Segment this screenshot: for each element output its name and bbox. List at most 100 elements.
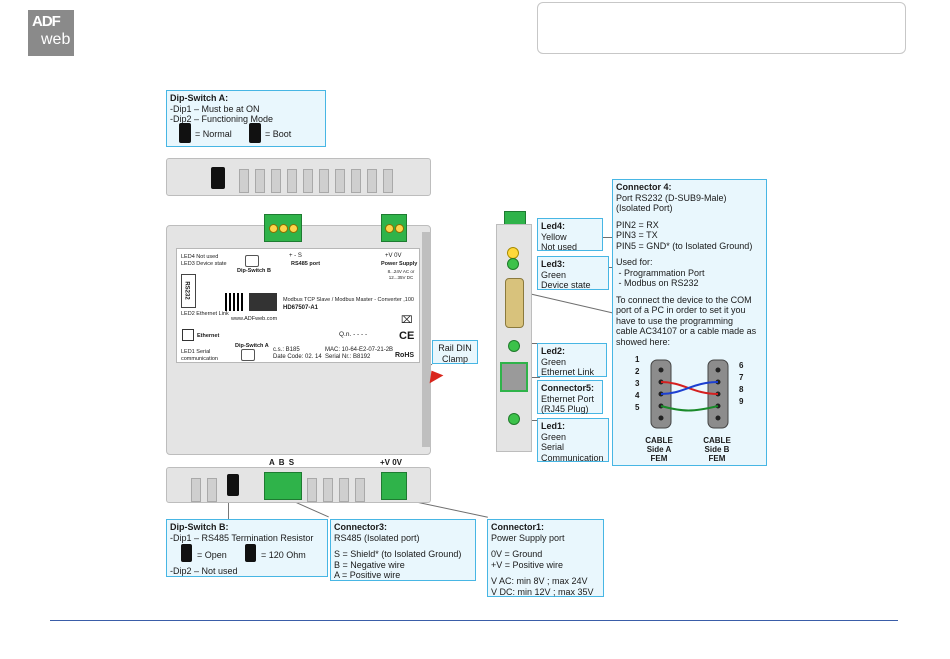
label-power-head: +V 0V	[385, 253, 402, 259]
wire-green	[660, 405, 719, 412]
led1-line: Green	[541, 431, 567, 442]
device-top-view	[166, 158, 431, 196]
label-led2: LED2 Ethernet Link	[181, 311, 229, 317]
dip-switch-a-callout: Dip-Switch A: -Dip1 – Must be at ON -Dip…	[166, 90, 326, 147]
dip-b-line: -Dip1 – RS485 Termination Resistor	[170, 532, 314, 543]
label-serial: Serial Nr.: B8192	[325, 354, 371, 360]
adfweb-logo-small	[249, 293, 277, 311]
rail-line: Rail DIN	[438, 343, 472, 353]
label-dip-a: Dip-Switch A	[235, 343, 269, 349]
connector3-line: S = Shield* (to Isolated Ground)	[334, 549, 462, 559]
label-cs: c.s.: B185	[273, 347, 300, 353]
connector5-title: Connector5:	[541, 383, 595, 393]
led4-callout: Led4: Yellow Not used	[537, 218, 603, 252]
din-side	[422, 232, 431, 447]
connector4-callout: Connector 4: Port RS232 (D-SUB9-Male) (I…	[612, 179, 767, 466]
led1-line: Serial	[541, 442, 565, 452]
connector5-line: Ethernet Port	[541, 393, 595, 404]
side-terminal	[504, 211, 526, 225]
dip-b-open: = Open	[197, 550, 227, 560]
power-terminal-block	[381, 214, 407, 242]
connector1-line: Power Supply port	[491, 532, 565, 543]
weee-icon: ⌧	[401, 315, 413, 326]
rs232-port-symbol	[181, 274, 196, 308]
connector4-line: Port RS232 (D-SUB9-Male)	[616, 192, 727, 203]
connector4-line: PIN2 = RX	[616, 219, 659, 230]
led3-title: Led3:	[541, 259, 566, 269]
leader-line	[600, 237, 612, 238]
cable-diagram	[650, 359, 729, 429]
dip-switch-b-icon	[227, 474, 239, 496]
label-code: HD67507-A1	[283, 305, 319, 311]
connector3-title: Connector3:	[334, 522, 388, 532]
led4-line: Yellow	[541, 231, 567, 242]
connector4-line: To connect the device to the COM	[616, 294, 752, 305]
led1-callout: Led1: Green Serial Communication	[537, 418, 609, 463]
label-mac: MAC: 10-64-E2-07-21-2B	[325, 347, 394, 353]
dip-switch-icon	[245, 544, 256, 562]
footer-divider	[50, 620, 898, 621]
led1-line: Communication	[541, 452, 604, 463]
header-box	[537, 2, 906, 54]
label-led4: LED4 Not used	[181, 254, 219, 260]
connector5-callout: Connector5: Ethernet Port (RJ45 Plug)	[537, 380, 603, 414]
led3-green	[507, 258, 519, 270]
connector4-title: Connector 4:	[616, 182, 672, 192]
dip-a-normal: = Normal	[195, 129, 232, 139]
dip-switch-b-callout: Dip-Switch B: -Dip1 – RS485 Termination …	[166, 519, 328, 577]
label-power-range: 8...24V AC or 12...35V DC	[387, 269, 415, 280]
connector3-line: RS485 (Isolated port)	[334, 532, 420, 543]
rs485-terminal-block	[264, 214, 302, 242]
led2-green	[508, 340, 520, 352]
label-rs485-port: RS485 port	[291, 261, 321, 267]
dip-a-title: Dip-Switch A:	[170, 93, 229, 103]
led2-line: Ethernet Link	[541, 367, 595, 377]
connector1-callout: Connector1: Power Supply port 0V = Groun…	[487, 519, 604, 597]
rs485-terminal-bottom	[264, 472, 302, 500]
label-product: Modbus TCP Slave / Modbus Master - Conve…	[283, 297, 414, 303]
led1-title: Led1:	[541, 421, 566, 431]
connector1-line: +V = Positive wire	[491, 559, 564, 570]
connector4-line: (Isolated Port)	[616, 203, 673, 213]
dsub9-connector	[505, 278, 524, 328]
rs485-terminal-letters: A B S	[269, 458, 296, 467]
power-terminal-bottom	[381, 472, 407, 500]
connector4-line: PIN5 = GND* (to Isolated Ground)	[616, 240, 753, 251]
connector1-line: V DC: min 12V ; max 35V	[491, 586, 594, 597]
label-rohs: RoHS	[395, 352, 415, 359]
leader-line	[519, 291, 613, 314]
led3-line: Device state	[541, 280, 591, 290]
connector4-line: cable AC34107 or a cable made as	[616, 326, 757, 336]
connector3-callout: Connector3: RS485 (Isolated port) S = Sh…	[330, 519, 476, 581]
led4-line: Not used	[541, 242, 578, 252]
logo-text-adf: ADF	[32, 13, 61, 30]
led4-title: Led4:	[541, 221, 566, 231]
connector4-line: PIN3 = TX	[616, 230, 658, 240]
label-qn: Q.n. - - - -	[339, 331, 368, 338]
qr-code-icon	[225, 293, 243, 311]
dip-b-symbol	[245, 255, 259, 267]
dip-a-symbol	[241, 349, 255, 361]
rail-din-callout: Rail DIN Clamp	[432, 340, 478, 364]
label-dip-b: Dip-Switch B	[237, 268, 271, 274]
connector4-line: showed here:	[616, 336, 671, 347]
dip-b-ohm: = 120 Ohm	[261, 550, 306, 560]
dip-switch-a-icon	[211, 167, 225, 189]
power-terminal-letters: +V 0V	[380, 458, 403, 467]
device-label: LED4 Not used LED3 Device state Dip-Swit…	[176, 248, 420, 363]
led3-line: Green	[541, 269, 567, 280]
led2-line: Green	[541, 356, 567, 367]
led1-green	[508, 413, 520, 425]
dip-a-boot: = Boot	[265, 129, 292, 139]
connector4-line: - Modbus on RS232	[616, 278, 699, 288]
label-rs232: RS232	[183, 281, 190, 300]
dip-a-line: -Dip1 – Must be at ON	[170, 103, 260, 114]
label-power-title: Power Supply	[381, 261, 418, 267]
label-led3: LED3 Device state	[181, 261, 227, 267]
label-rs485-head: + - S	[289, 253, 302, 259]
connector4-line: - Programmation Port	[616, 267, 705, 278]
connector1-line: V AC: min 8V ; max 24V	[491, 576, 588, 586]
rj45-port	[500, 362, 528, 392]
